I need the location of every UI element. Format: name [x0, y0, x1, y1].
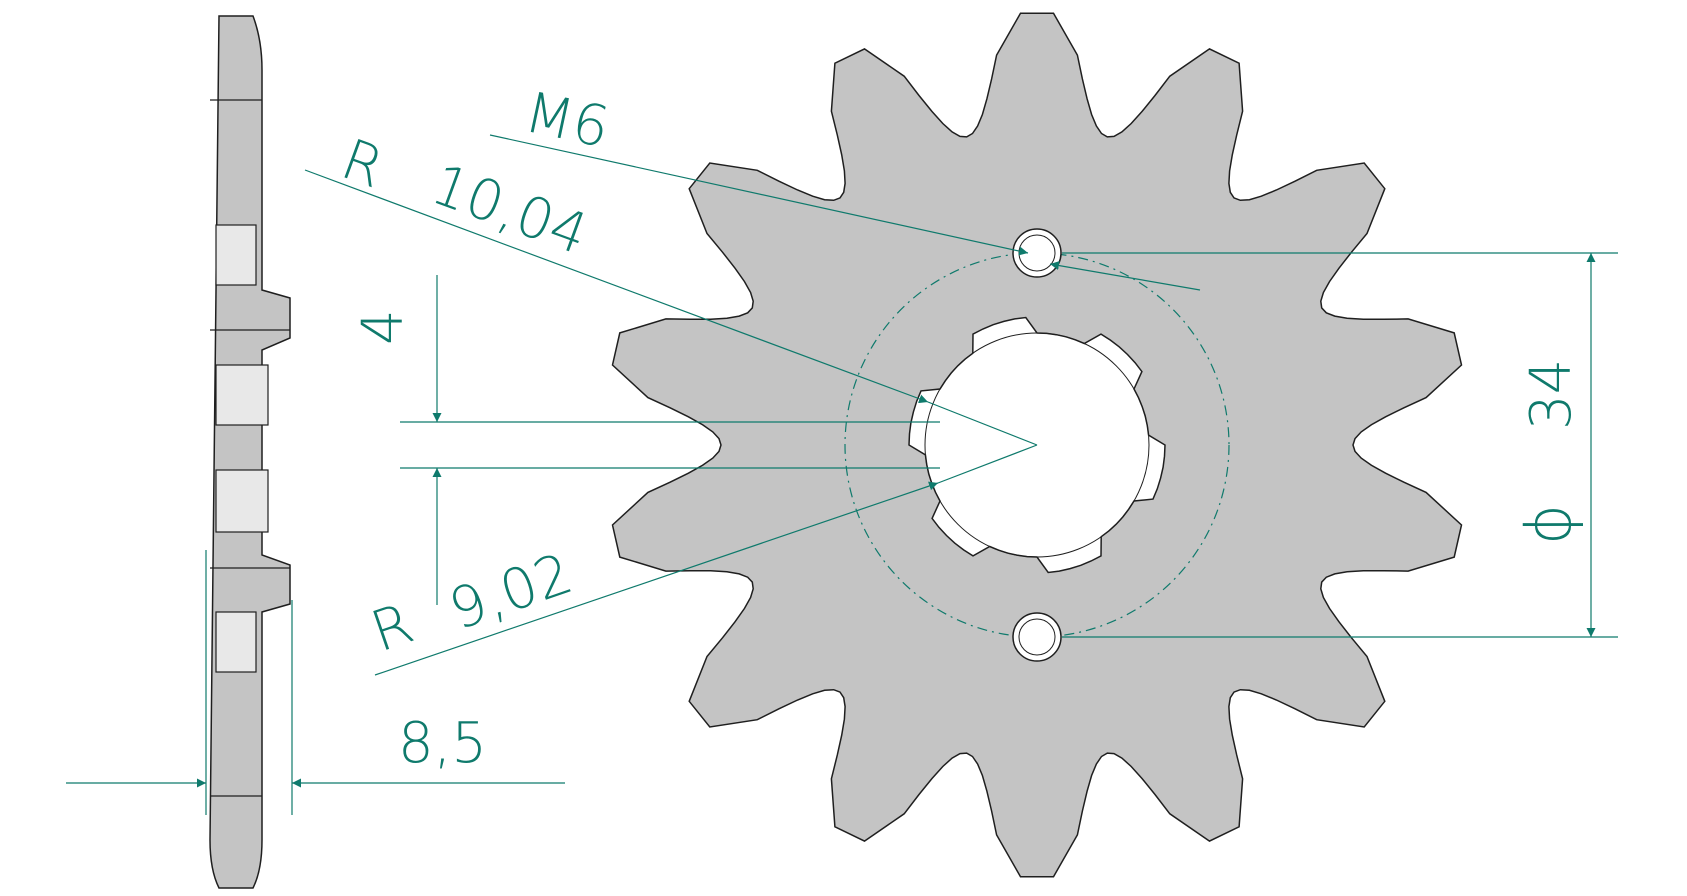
side-view-outline — [209, 15, 291, 889]
bolt-hole-bottom-inner — [1018, 618, 1056, 656]
thread-label: M6 — [519, 80, 615, 161]
side-view-bore — [215, 364, 269, 426]
m6-leader-extension — [1049, 261, 1201, 291]
thickness-label: 8,5 — [398, 711, 487, 776]
r-inner-radius-line — [937, 444, 1038, 484]
bolt-hole-top — [1012, 228, 1062, 278]
side-view-slot — [215, 611, 257, 673]
outer-radius-value: 10,04 — [423, 152, 596, 268]
dimension-lines — [66, 134, 1618, 815]
bolt-hole-bottom — [1012, 612, 1062, 662]
m6-leader — [489, 134, 1029, 256]
side-view-slot — [215, 224, 257, 286]
r-outer-radius-line — [927, 401, 1038, 446]
side-view-bore — [215, 469, 269, 533]
side-view — [209, 15, 291, 889]
r-outer-leader — [304, 169, 929, 404]
outer-radius-prefix: R — [333, 127, 392, 201]
r-inner-leader — [374, 481, 939, 676]
bolt-circle-symbol: ϕ — [1512, 504, 1585, 545]
inner-radius-prefix: R — [363, 591, 421, 665]
inner-radius-value: 9,02 — [441, 541, 580, 643]
center-bore-inner — [924, 332, 1150, 558]
spline-width-label: 4 — [351, 309, 416, 345]
bolt-circle-value: 34 — [1519, 359, 1584, 430]
